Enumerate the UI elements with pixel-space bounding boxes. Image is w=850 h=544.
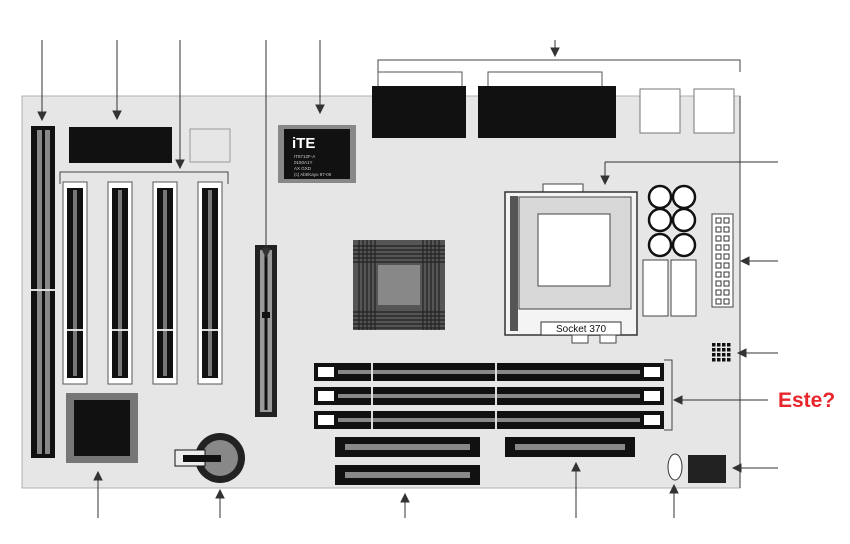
question-label: Este?	[778, 389, 836, 412]
dimm-slot	[314, 363, 664, 381]
dimm-slot	[314, 411, 664, 429]
cpu-socket: Socket 370	[504, 183, 638, 344]
pci-slot	[62, 181, 88, 385]
crystal	[667, 453, 683, 481]
chip-brand: iTE	[292, 135, 315, 152]
bios-chip	[69, 127, 172, 163]
pci-slot	[152, 181, 178, 385]
capacitors	[647, 184, 697, 258]
capacitor	[671, 184, 697, 210]
chip-line-3: AX GXD	[294, 166, 312, 171]
capacitor	[671, 207, 697, 233]
legacy-slot	[31, 126, 55, 458]
chip-line-1: IT8712F-A	[294, 154, 315, 159]
agp-slot	[255, 245, 277, 417]
capacitor	[647, 184, 673, 210]
super-io-chip: iTE IT8712F-A 0150A1Y AX GXD (c) Abt/Kay…	[278, 125, 356, 183]
dimm-slot	[314, 387, 664, 405]
ps2-port-2	[693, 88, 735, 134]
jumper-block	[712, 343, 731, 362]
capacitor	[671, 232, 697, 258]
southbridge-chip	[66, 393, 138, 463]
clock-chip	[688, 455, 726, 483]
chip-line-2: 0150A1Y	[294, 160, 313, 165]
cmos-battery	[174, 433, 245, 483]
ide-connectors	[335, 437, 635, 485]
pci-slots	[62, 181, 223, 385]
pointer-lines	[37, 40, 778, 518]
memory-slots	[314, 363, 664, 429]
northbridge-chip	[353, 240, 445, 330]
pci-slot	[197, 181, 223, 385]
pci-slot	[107, 181, 133, 385]
capacitor	[647, 207, 673, 233]
socket-label: Socket 370	[556, 324, 606, 335]
power-connector	[711, 213, 734, 308]
ps2-port-1	[639, 88, 681, 134]
serial-port	[372, 71, 466, 138]
voltage-regulator	[642, 259, 697, 317]
parallel-port	[478, 71, 616, 138]
capacitor	[647, 232, 673, 258]
chip-line-4: (c) Abt/Kayo 87-00	[294, 172, 332, 177]
